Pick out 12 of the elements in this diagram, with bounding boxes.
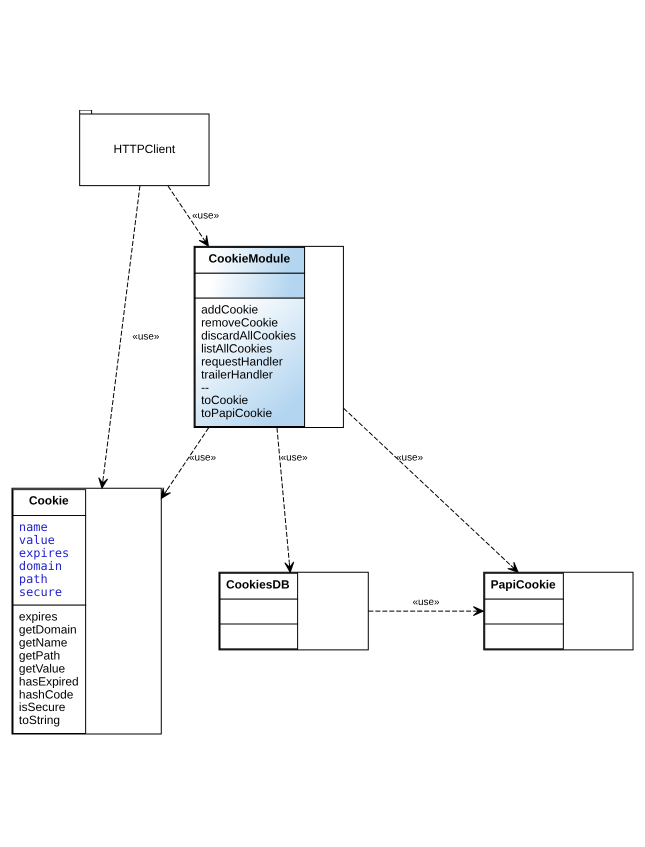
edge-label: «use» bbox=[189, 452, 216, 463]
arrow bbox=[343, 407, 519, 572]
edge-label: «use» bbox=[192, 210, 220, 221]
arrow bbox=[98, 184, 140, 488]
edge-label: «use» bbox=[412, 596, 440, 608]
arrow bbox=[168, 185, 209, 246]
edge-label: «use» bbox=[132, 330, 160, 342]
arrow bbox=[368, 606, 484, 616]
arrow bbox=[276, 426, 294, 572]
arrow bbox=[160, 426, 210, 498]
edge-label: «use» bbox=[396, 452, 424, 463]
edge-label: «use» bbox=[280, 452, 308, 463]
